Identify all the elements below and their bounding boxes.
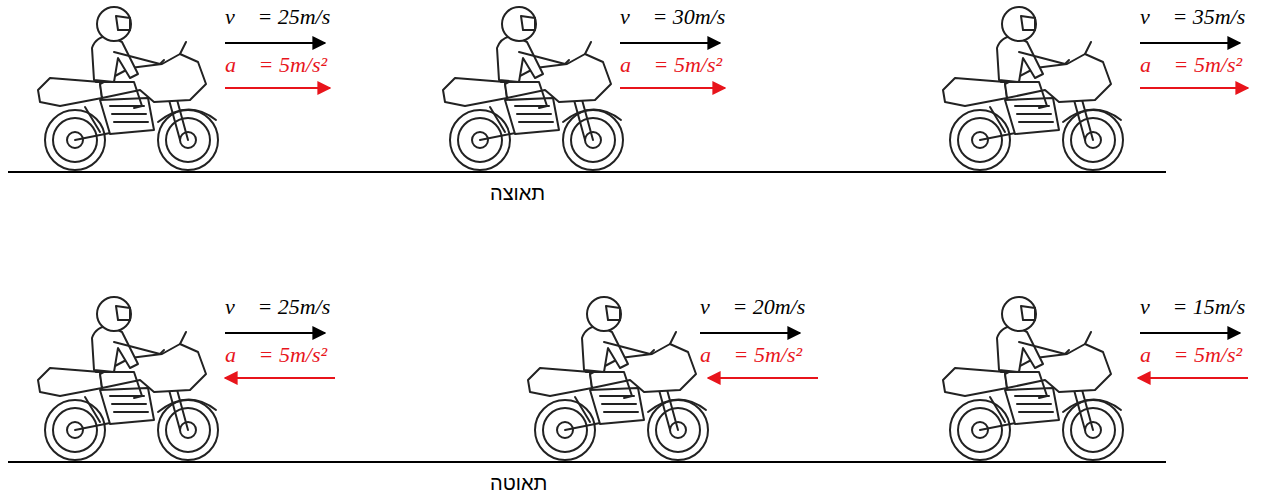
acceleration-arrow <box>1140 87 1248 89</box>
acceleration-label: a⃗ = 5m/s² <box>620 52 722 77</box>
velocity-arrow <box>225 332 325 334</box>
row-caption: תאוצה <box>490 182 545 205</box>
velocity-arrow <box>620 42 720 44</box>
velocity-label: v⃗ = 25m/s <box>225 4 330 29</box>
acceleration-arrow <box>225 377 335 379</box>
acceleration-label: a⃗ = 5m/s² <box>225 342 327 367</box>
motorcycle <box>528 297 708 460</box>
acceleration-label: a⃗ = 5m/s² <box>225 52 327 77</box>
velocity-label: v⃗ = 15m/s <box>1140 294 1245 319</box>
motorcycle <box>38 7 218 170</box>
velocity-arrow <box>225 42 325 44</box>
motorcycle <box>38 297 218 460</box>
acceleration-label: a⃗ = 5m/s² <box>700 342 802 367</box>
motorcycle <box>943 297 1123 460</box>
velocity-arrow <box>1140 332 1240 334</box>
acceleration-arrow <box>225 87 330 89</box>
velocity-label: v⃗ = 20m/s <box>700 294 805 319</box>
motorcycle <box>943 7 1123 170</box>
ground-line <box>8 171 1166 173</box>
velocity-label: v⃗ = 30m/s <box>620 4 725 29</box>
ground-line <box>8 461 1166 463</box>
velocity-label: v⃗ = 35m/s <box>1140 4 1245 29</box>
acceleration-arrow <box>1138 377 1248 379</box>
velocity-arrow <box>700 332 800 334</box>
row-caption: תאוטה <box>490 472 547 495</box>
acceleration-label: a⃗ = 5m/s² <box>1140 342 1242 367</box>
velocity-arrow <box>1140 42 1240 44</box>
acceleration-arrow <box>620 87 725 89</box>
motorcycle <box>443 7 623 170</box>
velocity-label: v⃗ = 25m/s <box>225 294 330 319</box>
acceleration-label: a⃗ = 5m/s² <box>1140 52 1242 77</box>
acceleration-arrow <box>708 377 818 379</box>
